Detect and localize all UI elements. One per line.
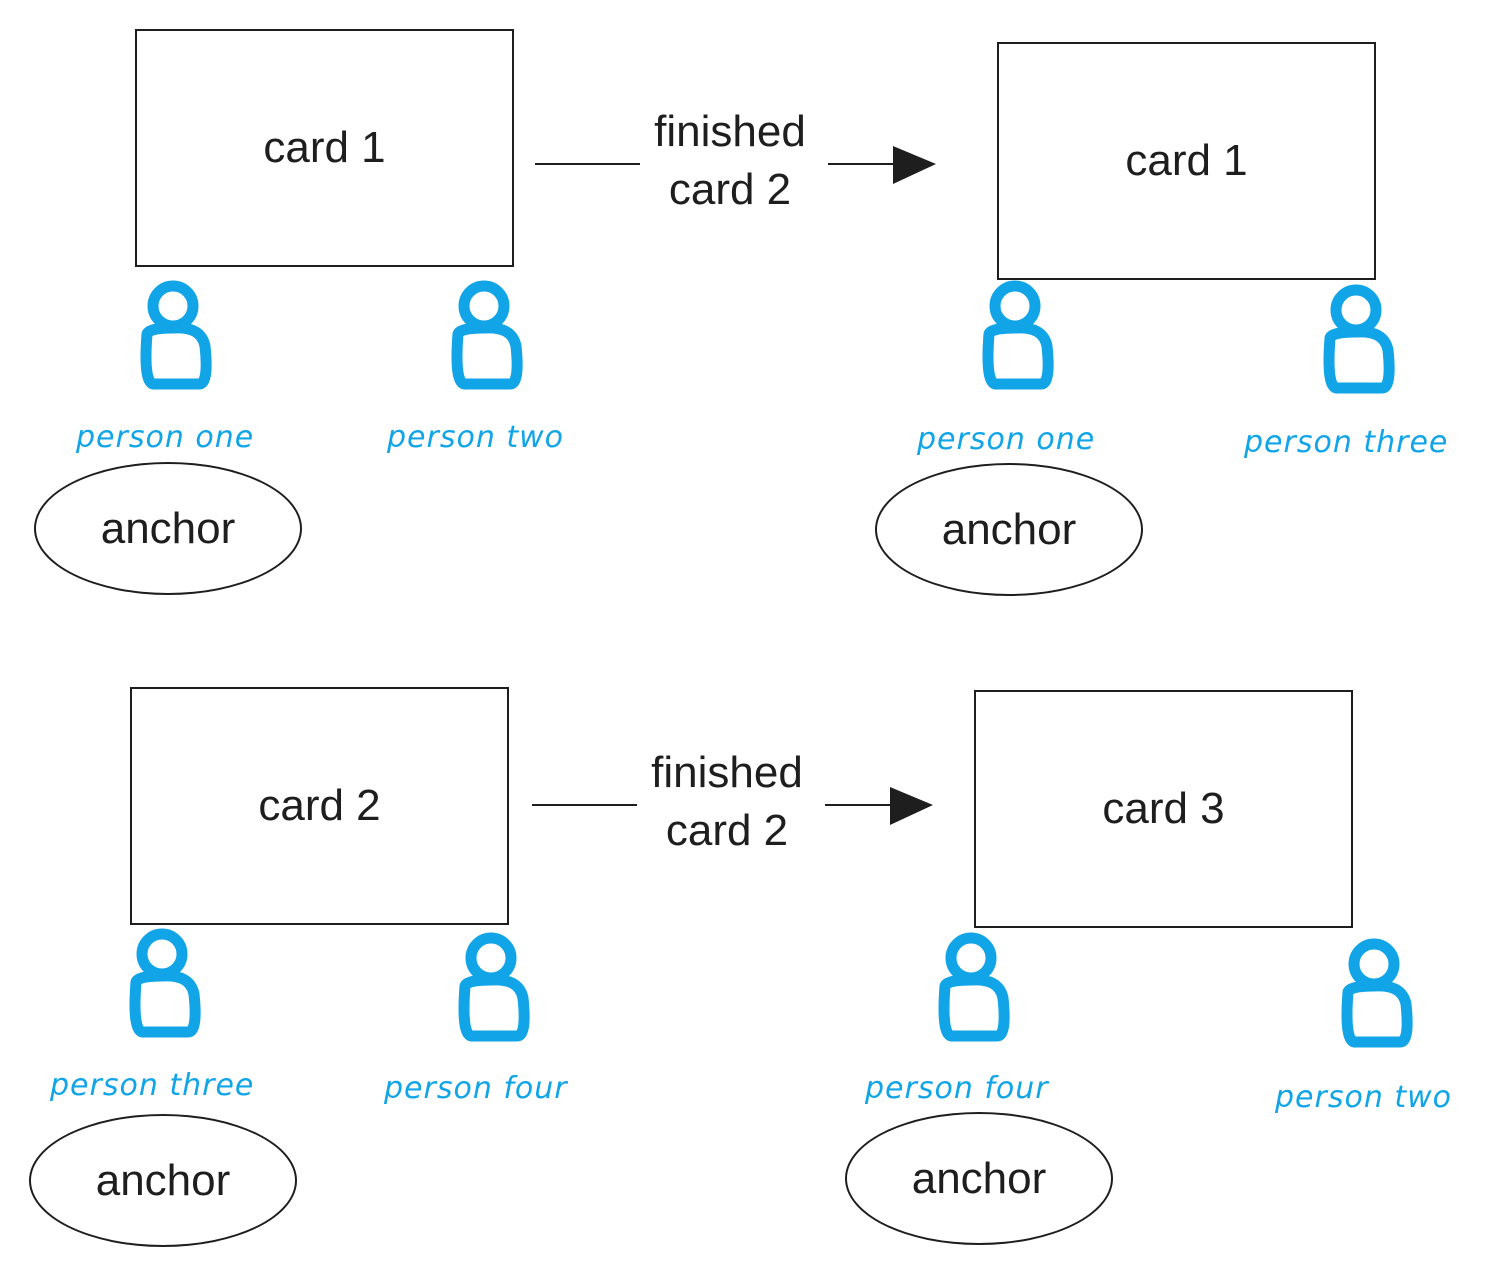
arrow-right-icon: [890, 787, 933, 825]
transition-label-top: finished card 2: [640, 103, 820, 219]
person-icon: [451, 280, 523, 390]
transition-label-line2: card 2: [665, 806, 789, 855]
anchor-ellipse: anchor: [34, 462, 302, 595]
transition-label-line2: card 2: [668, 165, 792, 214]
card-label: card 3: [1102, 784, 1225, 833]
transition-label-line1: finished: [654, 107, 806, 156]
person-icon: [458, 932, 530, 1042]
card-label: card 2: [258, 781, 381, 830]
card-label: card 1: [263, 123, 386, 172]
person-icon: [938, 932, 1010, 1042]
person-label: person three: [50, 1068, 255, 1103]
anchor-ellipse: anchor: [29, 1114, 297, 1247]
anchor-ellipse: anchor: [845, 1112, 1113, 1245]
anchor-label: anchor: [941, 504, 1077, 554]
transition-arrow-bottom: [532, 787, 933, 825]
person-label: person one: [76, 420, 255, 455]
arrow-right-icon: [893, 146, 936, 184]
person-icon: [129, 928, 201, 1038]
card-box: card 3: [974, 690, 1353, 928]
card-box: card 1: [135, 29, 514, 267]
transition-label-bottom: finished card 2: [637, 744, 817, 860]
person-icon: [140, 280, 212, 390]
card-box: card 2: [130, 687, 509, 925]
person-label: person four: [384, 1071, 568, 1106]
anchor-label: anchor: [95, 1155, 231, 1205]
card-box: card 1: [997, 42, 1376, 280]
anchor-label: anchor: [100, 503, 236, 553]
person-label: person two: [1275, 1080, 1453, 1115]
person-label: person four: [865, 1071, 1049, 1106]
person-label: person three: [1244, 425, 1449, 460]
card-label: card 1: [1125, 136, 1248, 185]
anchor-ellipse: anchor: [875, 463, 1143, 596]
person-label: person one: [917, 422, 1096, 457]
transition-arrow-top: [535, 146, 936, 184]
person-icon: [1341, 938, 1413, 1048]
person-label: person two: [387, 420, 565, 455]
anchor-label: anchor: [911, 1153, 1047, 1203]
transition-label-line1: finished: [651, 748, 803, 797]
person-icon: [1323, 284, 1395, 394]
person-icon: [982, 280, 1054, 390]
